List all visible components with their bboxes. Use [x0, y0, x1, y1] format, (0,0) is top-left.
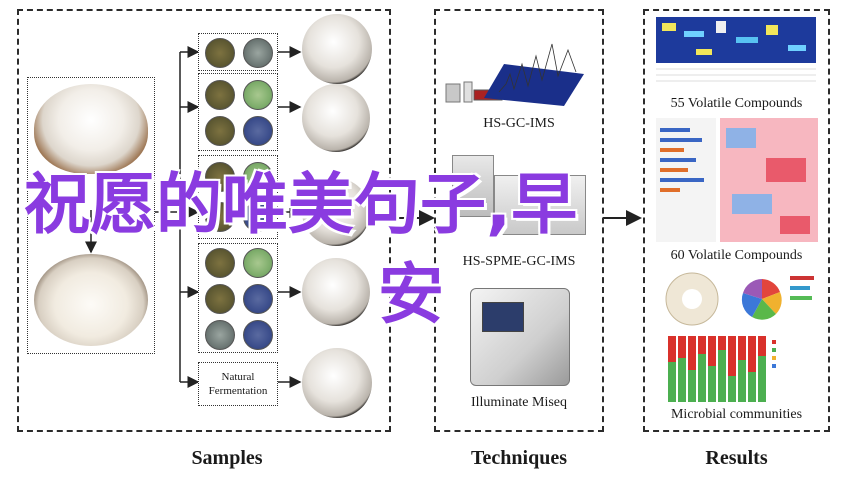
technique-caption-3: Illuminate Miseq	[470, 395, 568, 410]
miseq-image	[454, 284, 584, 388]
results-label: Results	[705, 447, 768, 469]
petri-dish	[205, 320, 235, 350]
petri-dish	[243, 116, 273, 146]
gc-ims-image	[444, 34, 594, 110]
petri-dish	[243, 320, 273, 350]
noodle-plate	[302, 14, 372, 84]
heatmap-result-2	[656, 118, 818, 242]
petri-dish	[205, 284, 235, 314]
stacked-bar-chart	[668, 336, 818, 404]
results-panel	[643, 9, 830, 432]
petri-group-4	[198, 243, 278, 353]
petri-dish	[205, 38, 235, 68]
rice-noodle-image	[34, 84, 148, 174]
fermentation-label: Natural Fermentation	[208, 371, 268, 397]
petri-dish	[205, 116, 235, 146]
radial-charts	[656, 266, 818, 332]
result-caption-1: 55 Volatile Compounds	[670, 96, 803, 111]
technique-caption-1: HS-GC-IMS	[483, 116, 555, 131]
petri-group-2	[198, 73, 278, 151]
petri-dish	[243, 80, 273, 110]
fermented-liquid-image	[34, 254, 148, 346]
noodle-plate	[302, 178, 370, 246]
techniques-label: Techniques	[471, 447, 567, 469]
hs-spme-image	[444, 145, 594, 245]
overlay-title-line1: 祝愿的唯美句子,早	[24, 166, 578, 243]
fermentation-box: Natural Fermentation	[198, 362, 278, 406]
petri-dish	[243, 248, 273, 278]
heatmap-result-1	[656, 17, 816, 89]
petri-dish	[205, 80, 235, 110]
overlay-title-line2: 安	[378, 256, 444, 333]
noodle-plate	[302, 84, 370, 152]
result-caption-2: 60 Volatile Compounds	[670, 248, 803, 263]
petri-group-3	[198, 155, 278, 239]
petri-dish	[205, 162, 235, 192]
samples-panel	[17, 9, 391, 432]
samples-label: Samples	[191, 447, 263, 469]
result-caption-3: Microbial communities	[670, 407, 803, 422]
petri-dish	[243, 38, 273, 68]
petri-dish	[205, 248, 235, 278]
petri-dish	[243, 284, 273, 314]
noodle-plate	[302, 348, 372, 418]
petri-dish	[243, 202, 273, 232]
petri-dish	[205, 202, 235, 232]
noodle-plate	[302, 258, 370, 326]
petri-dish	[243, 162, 273, 192]
technique-caption-2: HS-SPME-GC-IMS	[462, 254, 576, 269]
petri-group-1	[198, 33, 278, 71]
raw-sample-box	[27, 77, 155, 354]
techniques-panel	[434, 9, 604, 432]
